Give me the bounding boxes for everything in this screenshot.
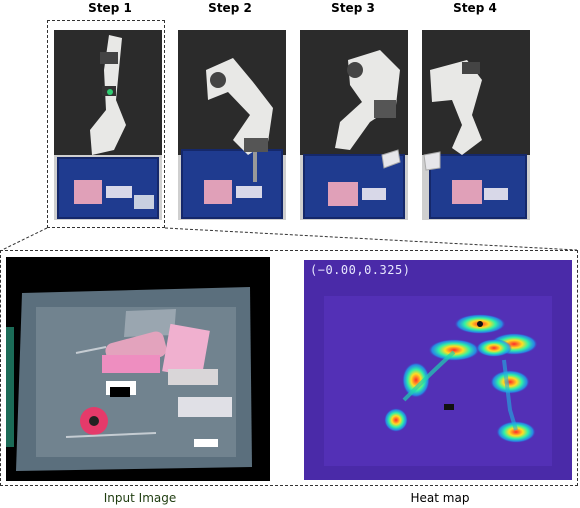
heat-map-caption: Heat map [410, 491, 470, 505]
step-4-label: Step 4 [453, 1, 497, 15]
heat-map-image: (−0.00,0.325) [304, 260, 572, 480]
step-2-photo [178, 30, 286, 220]
input-image [6, 257, 270, 481]
step-1-label: Step 1 [88, 1, 132, 15]
input-image-caption: Input Image [103, 491, 177, 505]
step-3-label: Step 3 [331, 1, 375, 15]
step-4-photo [422, 30, 530, 220]
step-1-highlight-frame [47, 20, 165, 228]
step-2-label: Step 2 [208, 1, 252, 15]
detail-frame [0, 250, 578, 486]
heat-map-coordinate-readout: (−0.00,0.325) [310, 263, 411, 277]
step-1-photo [54, 30, 162, 220]
step-3-photo [300, 30, 408, 220]
